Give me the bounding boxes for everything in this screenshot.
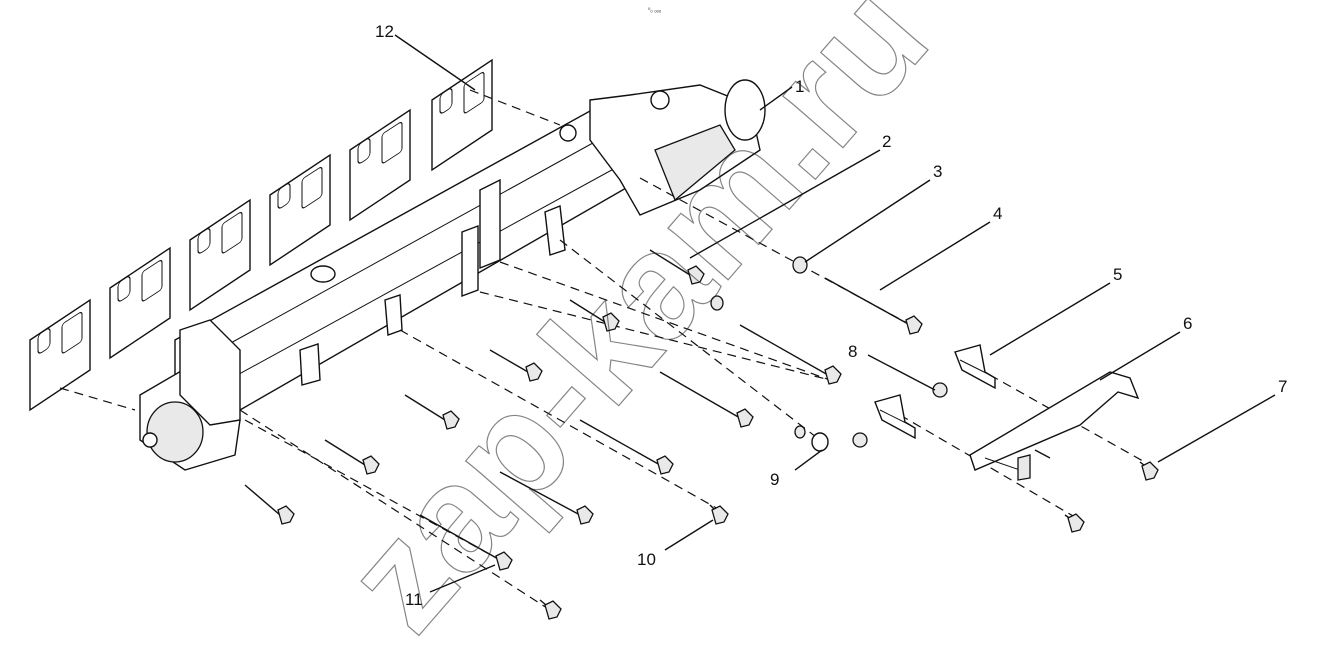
bolt [539,599,562,620]
callout-label-7: 7 [1278,377,1287,396]
callout-label-4: 4 [993,204,1002,223]
callout-label-9: 9 [770,470,779,489]
bolt [709,504,729,525]
bolt [489,349,543,382]
bolt [244,484,295,525]
bolts [244,249,1159,620]
bolt [659,371,754,428]
bolt [649,249,705,285]
bolt [569,299,620,332]
bolt [499,471,594,525]
callout-label-3: 3 [933,162,942,181]
bolt [1064,513,1085,533]
gasket [349,108,411,222]
gasket [431,58,493,172]
callout-label-5: 5 [1113,265,1122,284]
callout-label-1: 1 [795,77,804,96]
support-bracket [969,371,1140,481]
callout-label-11: 11 [405,590,423,609]
gasket [189,198,251,312]
clamp [954,344,996,390]
header-tiny-text: ⁰ₒ ₒₒₒ [648,7,662,14]
assembly-lines [59,89,1151,611]
bolt [739,324,842,385]
gasket-set [29,58,493,412]
callout-label-2: 2 [882,132,891,151]
bolt [404,394,460,430]
callout-label-12: 12 [375,22,394,41]
callouts: 1 2 3 4 5 6 7 8 9 10 11 12 [375,22,1287,609]
callout-label-6: 6 [1183,314,1192,333]
callout-label-8: 8 [848,342,857,361]
bolt [419,514,513,571]
gasket [29,298,91,412]
callout-label-10: 10 [637,550,656,569]
exhaust-manifold [139,79,766,471]
washers [710,256,948,452]
clamp [874,394,916,440]
bolt [1139,461,1159,481]
bolt [324,439,380,475]
gasket [269,153,331,267]
gasket [109,246,171,360]
bolt [824,277,923,335]
bolt [579,419,674,475]
